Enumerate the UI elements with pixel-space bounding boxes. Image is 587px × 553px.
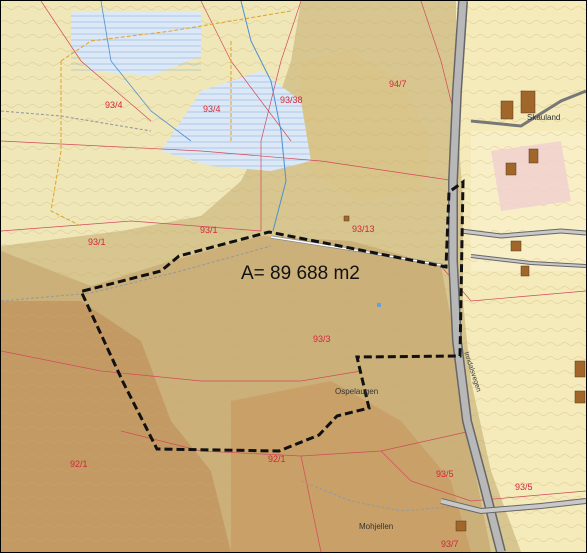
parcel-label: 93/1: [200, 225, 218, 235]
parcel-label: 94/7: [389, 79, 407, 89]
parcel-label: 93/5: [436, 469, 454, 479]
place-label: Skauland: [527, 113, 561, 122]
parcel-label: 92/1: [268, 454, 286, 464]
parcel-label: 93/3: [313, 334, 331, 344]
small-pond: [377, 303, 381, 307]
parcel-label: 93/1: [88, 237, 106, 247]
boundary-dashed-yellow: [50, 10, 292, 227]
place-label: Mohjellen: [359, 522, 394, 531]
parcel-label: 93/4: [105, 100, 123, 110]
tracks: [1, 110, 462, 512]
area-annotation: A= 89 688 m2: [241, 263, 360, 284]
buildings: [343, 90, 586, 532]
parcel-label: 92/1: [70, 459, 88, 469]
farmyard: [491, 141, 571, 211]
parcel-label: 93/7: [441, 539, 459, 549]
stream: [240, 1, 287, 232]
parcel-label: 93/5: [515, 482, 533, 492]
parcel-label: 93/38: [280, 95, 303, 105]
place-label: Ospelaugen: [335, 387, 379, 396]
parcel-label: 93/4: [203, 104, 221, 114]
parcel-label: 93/13: [352, 224, 375, 234]
property-outline: [78, 179, 465, 453]
